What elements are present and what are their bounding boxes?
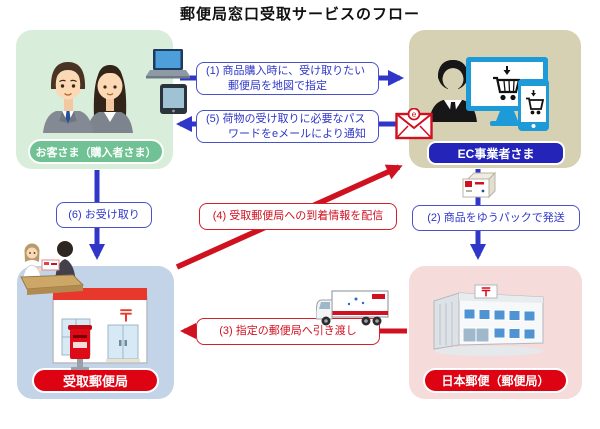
ec-operator-label: EC事業者さま [427, 141, 565, 165]
step3-label: (3) 指定の郵便局へ引き渡し [196, 318, 380, 345]
postal-mark-icon: 〒 [118, 308, 134, 325]
step6-label: (6) お受け取り [56, 202, 152, 228]
postal-mark-icon: 〒 [480, 285, 492, 299]
smartphone-icon [160, 84, 187, 114]
ec-operator-icon [429, 58, 477, 122]
diagram-title: 郵便局窓口受取サービスのフロー [179, 6, 420, 23]
email-envelope-icon: e [395, 108, 433, 140]
post-office-building-icon: 〒 [50, 285, 150, 371]
counter-handover-icon [15, 239, 95, 297]
delivery-truck-icon [316, 290, 390, 328]
laptop-icon [146, 49, 190, 80]
email-e-glyph: e [412, 109, 417, 119]
step2-label: (2) 商品をゆうパックで発送 [412, 205, 580, 231]
pickup-post-office-label: 受取郵便局 [32, 368, 159, 393]
step1-label: (1) 商品購入時に、受け取りたい 郵便局を地図で指定 [196, 62, 379, 95]
japan-post-label: 日本郵便（郵便局） [423, 368, 568, 393]
customers-icon [42, 55, 137, 133]
japan-post-building-icon: 〒 [431, 283, 547, 357]
phone-cart-icon [518, 79, 549, 131]
customer-label: お客さま（購入者さま） [28, 139, 164, 164]
step4-label: (4) 受取郵便局への到着情報を配信 [199, 203, 397, 230]
package-icon [462, 172, 496, 199]
step5-label: (5) 荷物の受け取りに必要なパス ワードをeメールにより通知 [196, 110, 379, 143]
